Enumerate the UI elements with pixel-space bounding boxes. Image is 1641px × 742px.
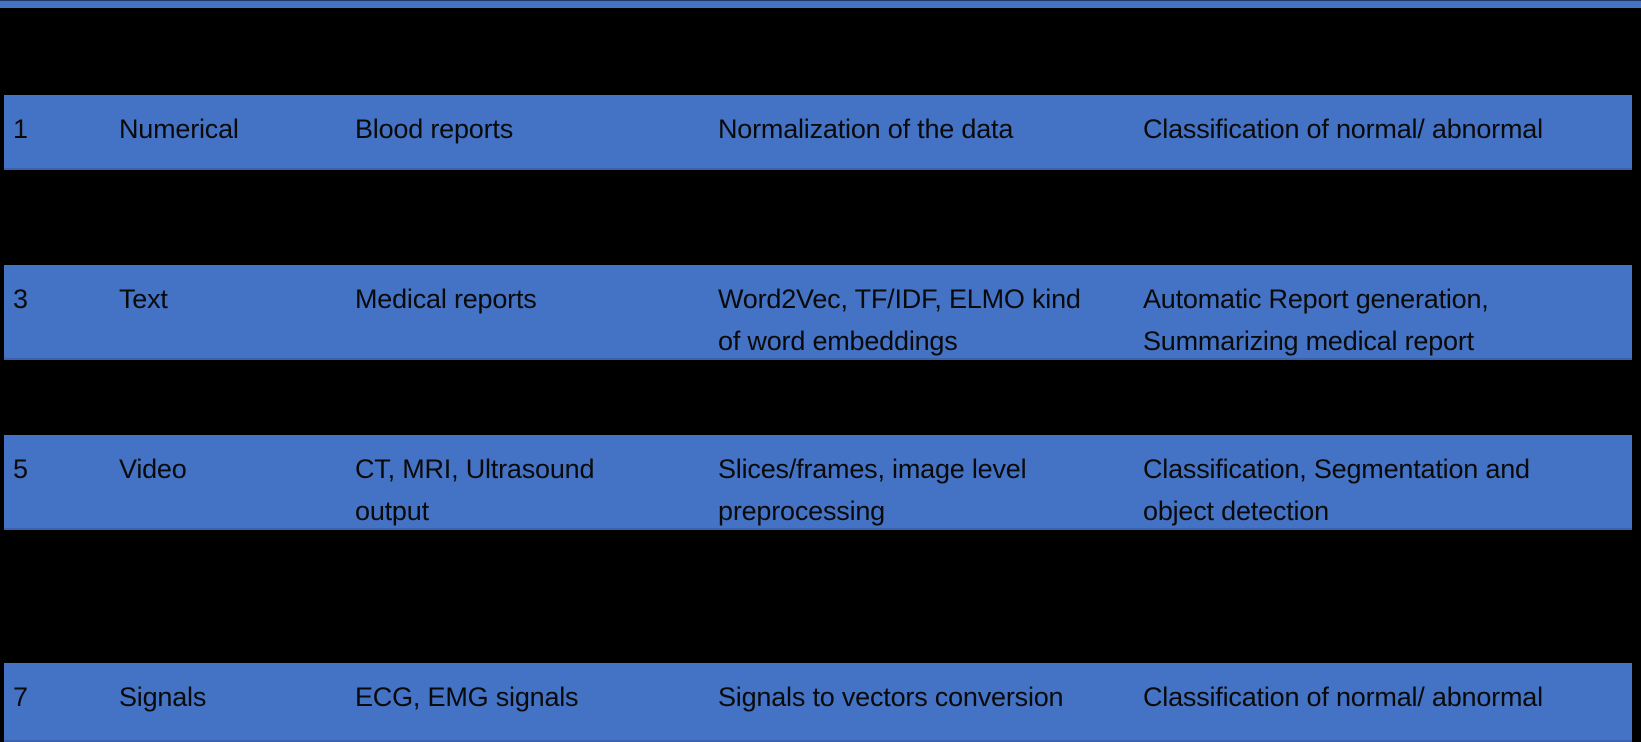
table-row-2 — [4, 170, 1632, 265]
table-row-1: 1 Numerical Blood reports Normalization … — [4, 95, 1632, 170]
cell-example: Blood reports — [355, 114, 513, 144]
cell-data-type: Text — [119, 284, 168, 314]
cell-preprocessing — [705, 8, 1130, 95]
cell-no: 3 — [13, 284, 28, 314]
cell-data-type — [110, 170, 345, 265]
cell-preprocessing: Slices/frames, image level preprocessing — [718, 454, 1027, 526]
cell-example — [345, 360, 705, 435]
table-top-border — [0, 0, 1641, 8]
cell-application: Classification of normal/ abnormal — [1143, 114, 1543, 144]
table-row-4 — [4, 360, 1632, 435]
cell-example: Medical reports — [355, 284, 537, 314]
cell-no — [4, 170, 110, 265]
cell-application — [1130, 8, 1632, 95]
cell-example — [345, 170, 705, 265]
cell-example: ECG, EMG signals — [355, 682, 579, 712]
cell-no: 7 — [13, 682, 28, 712]
cell-application: Classification of normal/ abnormal — [1143, 682, 1543, 712]
table-row-6 — [4, 530, 1632, 663]
cell-data-type — [110, 530, 345, 663]
cell-data-type — [110, 8, 345, 95]
cell-example — [345, 8, 705, 95]
cell-application: Automatic Report generation, Summarizing… — [1143, 284, 1489, 356]
cell-no: 5 — [13, 454, 28, 484]
cell-application: Classification, Segmentation and object … — [1143, 454, 1530, 526]
cell-data-type — [110, 360, 345, 435]
cell-no — [4, 530, 110, 663]
cell-example: CT, MRI, Ultrasound output — [355, 454, 595, 526]
cell-example — [345, 530, 705, 663]
cell-no: 1 — [13, 114, 28, 144]
cell-preprocessing — [705, 530, 1130, 663]
cell-data-type: Video — [119, 454, 187, 484]
table-header-row — [4, 8, 1632, 95]
cell-no — [4, 360, 110, 435]
cell-preprocessing: Normalization of the data — [718, 114, 1014, 144]
cell-preprocessing: Signals to vectors conversion — [718, 682, 1064, 712]
table-row-3: 3 Text Medical reports Word2Vec, TF/IDF,… — [4, 265, 1632, 360]
cell-preprocessing — [705, 360, 1130, 435]
cell-preprocessing: Word2Vec, TF/IDF, ELMO kind of word embe… — [718, 284, 1081, 356]
cell-application — [1130, 360, 1632, 435]
data-types-table: 1 Numerical Blood reports Normalization … — [4, 8, 1632, 742]
cell-application — [1130, 530, 1632, 663]
cell-no — [4, 8, 110, 95]
cell-preprocessing — [705, 170, 1130, 265]
cell-application — [1130, 170, 1632, 265]
cell-data-type: Numerical — [119, 114, 239, 144]
table-row-7: 7 Signals ECG, EMG signals Signals to ve… — [4, 663, 1632, 742]
table-row-5: 5 Video CT, MRI, Ultrasound output Slice… — [4, 435, 1632, 530]
cell-data-type: Signals — [119, 682, 207, 712]
